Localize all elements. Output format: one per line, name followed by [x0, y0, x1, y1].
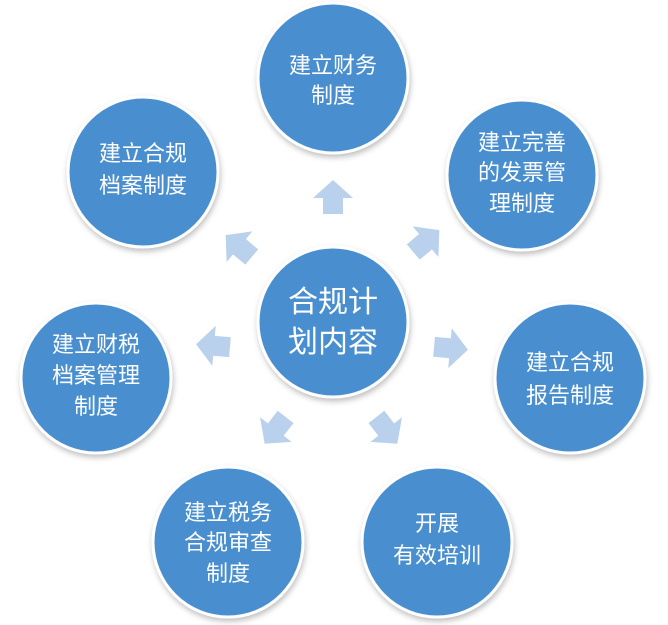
node-tax-audit: 建立税务 合规审查 制度 [151, 465, 305, 619]
node-tax-archive-line-3: 制度 [74, 395, 118, 420]
node-invoice: 建立完善 的发票管 理制度 [445, 98, 599, 252]
node-tax-audit-line-2: 合规审查 [184, 531, 272, 556]
center-label-line-2: 划内容 [288, 325, 378, 360]
node-tax-archive: 建立财税 档案管理 制度 [19, 301, 173, 455]
arrows [196, 180, 468, 444]
center-node: 合规计 划内容 [256, 245, 410, 399]
arrow-down-right [368, 410, 402, 444]
node-report: 建立合规 报告制度 [493, 301, 647, 455]
node-finance: 建立财务 制度 [256, 1, 410, 155]
node-training-line-2: 有效培训 [393, 544, 481, 569]
node-report-line-2: 报告制度 [526, 384, 614, 409]
center-label-line-1: 合规计 [288, 285, 378, 320]
arrow-right [433, 328, 468, 369]
node-tax-archive-line-1: 建立财税 [52, 333, 140, 358]
node-archive-line-1: 建立合规 [99, 142, 187, 167]
node-invoice-line-2: 的发票管 [478, 161, 566, 186]
node-tax-audit-line-3: 制度 [206, 562, 250, 587]
arrow-down-left [260, 410, 294, 444]
node-report-line-1: 建立合规 [526, 351, 614, 376]
node-finance-line-1: 建立财务 [289, 54, 377, 79]
arrow-left [196, 325, 231, 366]
arrow-up-right [406, 226, 440, 260]
node-archive: 建立合规 档案制度 [66, 95, 220, 249]
node-invoice-line-3: 理制度 [489, 192, 555, 217]
node-training: 开展 有效培训 [360, 465, 514, 619]
arrow-up [313, 180, 353, 214]
arrow-up-left [225, 231, 259, 265]
node-tax-audit-line-1: 建立税务 [184, 501, 272, 526]
node-invoice-line-1: 建立完善 [478, 131, 566, 156]
node-finance-line-2: 制度 [311, 84, 355, 109]
node-training-line-1: 开展 [415, 512, 459, 537]
node-archive-line-2: 档案制度 [99, 174, 187, 199]
node-tax-archive-line-2: 档案管理 [52, 364, 140, 389]
